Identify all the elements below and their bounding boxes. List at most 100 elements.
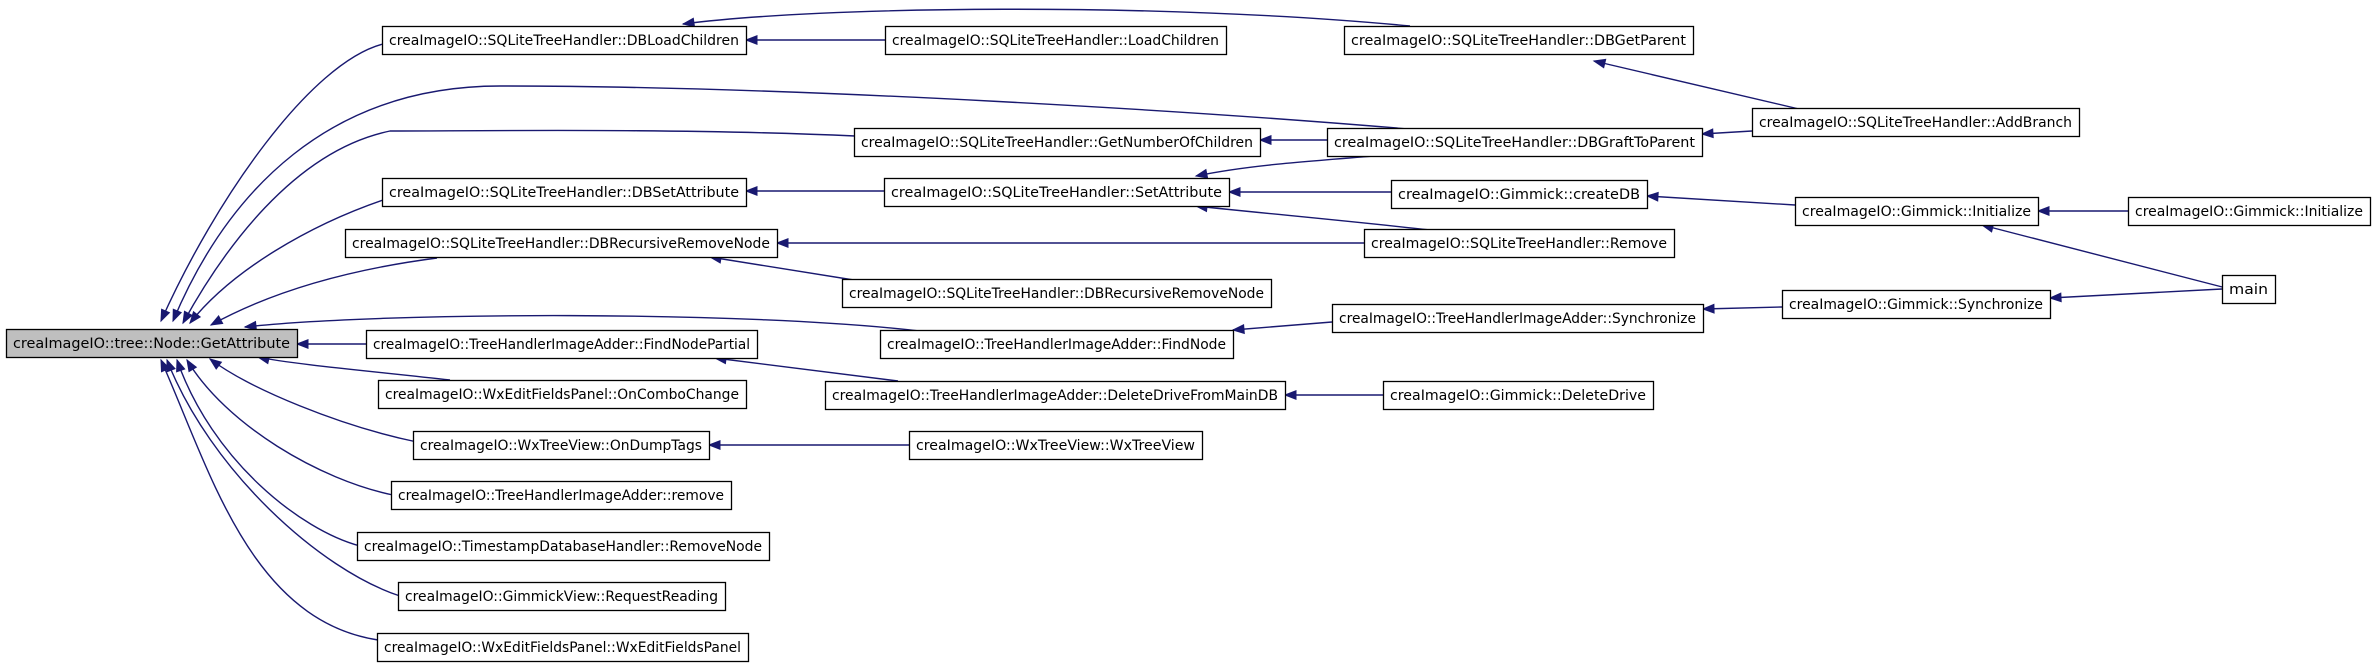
- caller-function-node[interactable]: creaImageIO::WxTreeView::WxTreeView: [908, 430, 1204, 461]
- node-label: creaImageIO::SQLiteTreeHandler::LoadChil…: [892, 33, 1219, 49]
- caller-function-node[interactable]: creaImageIO::TreeHandlerImageAdder::Find…: [365, 329, 759, 360]
- node-label: creaImageIO::SQLiteTreeHandler::DBGraftT…: [1334, 135, 1695, 151]
- arrowhead: [1194, 168, 1209, 179]
- node-label: creaImageIO::SQLiteTreeHandler::Remove: [1371, 236, 1667, 252]
- arrowhead: [209, 315, 224, 326]
- caller-function-node[interactable]: creaImageIO::Gimmick::createDB: [1390, 179, 1649, 210]
- node-label: creaImageIO::SQLiteTreeHandler::DBRecurs…: [352, 236, 770, 252]
- caller-function-node[interactable]: creaImageIO::SQLiteTreeHandler::DBGraftT…: [1326, 127, 1704, 158]
- caller-function-node[interactable]: creaImageIO::SQLiteTreeHandler::AddBranc…: [1751, 107, 2081, 138]
- arrowhead: [208, 358, 223, 370]
- caller-function-node[interactable]: creaImageIO::Gimmick::DeleteDrive: [1382, 380, 1655, 411]
- call-edge-n26-to-n0: [176, 358, 361, 547]
- node-label: creaImageIO::WxTreeView::WxTreeView: [916, 438, 1195, 454]
- node-box: [344, 228, 779, 259]
- node-box: [2127, 196, 2372, 227]
- arrowhead: [176, 358, 186, 373]
- arrowhead: [744, 34, 758, 46]
- node-box: [2221, 274, 2277, 305]
- call-edge-n28-to-n0: [160, 358, 379, 641]
- call-edge-n22-to-n21: [1283, 389, 1383, 401]
- call-edge-n18-to-n0: [295, 338, 367, 350]
- arrowhead: [1645, 191, 1659, 202]
- caller-function-node[interactable]: creaImageIO::SQLiteTreeHandler::Remove: [1363, 228, 1676, 259]
- node-label: creaImageIO::TreeHandlerImageAdder::Dele…: [832, 388, 1278, 404]
- call-edge-n5-to-n0: [172, 85, 1421, 323]
- caller-function-node[interactable]: creaImageIO::SQLiteTreeHandler::DBGetPar…: [1343, 25, 1695, 56]
- edge-line: [189, 199, 384, 324]
- node-label: creaImageIO::TreeHandlerImageAdder::Find…: [887, 337, 1226, 353]
- caller-function-node[interactable]: creaImageIO::SQLiteTreeHandler::DBRecurs…: [841, 278, 1273, 309]
- node-box: [376, 632, 750, 663]
- edge-line: [2049, 288, 2223, 299]
- node-label: creaImageIO::SQLiteTreeHandler::DBSetAtt…: [389, 185, 739, 201]
- caller-function-node[interactable]: creaImageIO::Gimmick::Initialize: [2127, 196, 2372, 227]
- caller-function-node[interactable]: creaImageIO::WxTreeView::OnDumpTags: [412, 430, 711, 461]
- node-box: [1382, 380, 1655, 411]
- caller-function-node[interactable]: creaImageIO::SQLiteTreeHandler::DBLoadCh…: [381, 25, 748, 56]
- caller-function-node[interactable]: creaImageIO::SQLiteTreeHandler::LoadChil…: [884, 25, 1228, 56]
- node-box: [365, 329, 759, 360]
- edge-line: [210, 257, 438, 326]
- node-label: creaImageIO::SQLiteTreeHandler::DBLoadCh…: [389, 33, 739, 49]
- node-label: creaImageIO::TreeHandlerImageAdder::Sync…: [1339, 311, 1696, 327]
- arrowhead: [243, 320, 257, 331]
- call-edge-n14-to-n12: [708, 253, 861, 282]
- caller-function-node[interactable]: creaImageIO::WxEditFieldsPanel::OnComboC…: [377, 379, 748, 410]
- node-box: [390, 480, 733, 511]
- caller-function-node[interactable]: creaImageIO::SQLiteTreeHandler::DBRecurs…: [344, 228, 779, 259]
- node-box: [356, 531, 771, 562]
- call-edge-n16-to-n19: [1231, 321, 1333, 335]
- edge-line: [682, 8, 1411, 27]
- call-edge-n6-to-n3: [1592, 58, 1800, 110]
- edge-line: [1593, 60, 1800, 110]
- caller-function-node[interactable]: main: [2221, 274, 2277, 305]
- node-box: [883, 177, 1231, 208]
- edge-line: [209, 358, 418, 443]
- caller-function-node[interactable]: creaImageIO::SQLiteTreeHandler::GetNumbe…: [853, 127, 1262, 158]
- node-box: [884, 25, 1228, 56]
- root-function-node[interactable]: creaImageIO::tree::Node::GetAttribute: [5, 328, 299, 359]
- caller-function-node[interactable]: creaImageIO::TreeHandlerImageAdder::Sync…: [1331, 303, 1705, 334]
- call-edge-n5-to-n8: [1194, 153, 1401, 179]
- call-edge-n12-to-n0: [209, 257, 438, 326]
- caller-function-node[interactable]: creaImageIO::TimestampDatabaseHandler::R…: [356, 531, 771, 562]
- node-box: [1794, 196, 2040, 227]
- edge-line: [714, 357, 899, 382]
- node-box: [397, 581, 727, 612]
- caller-function-node[interactable]: creaImageIO::Gimmick::Initialize: [1794, 196, 2040, 227]
- arrowhead: [744, 185, 758, 197]
- arrowhead: [186, 358, 198, 373]
- caller-function-node[interactable]: creaImageIO::WxEditFieldsPanel::WxEditFi…: [376, 632, 750, 663]
- edge-line: [160, 43, 384, 322]
- edge-line: [176, 359, 361, 547]
- edge-line: [166, 359, 401, 597]
- call-edge-n7-to-n0: [189, 199, 384, 325]
- caller-function-node[interactable]: creaImageIO::SQLiteTreeHandler::SetAttri…: [883, 177, 1231, 208]
- arrowhead: [2036, 205, 2050, 217]
- edge-line: [172, 85, 1421, 322]
- caller-function-node[interactable]: creaImageIO::SQLiteTreeHandler::DBSetAtt…: [381, 177, 748, 208]
- node-layer: creaImageIO::tree::Node::GetAttributecre…: [5, 25, 2372, 663]
- node-box: [1751, 107, 2081, 138]
- caller-function-node[interactable]: creaImageIO::TreeHandlerImageAdder::Dele…: [824, 380, 1287, 411]
- node-box: [1363, 228, 1676, 259]
- node-box: [824, 380, 1287, 411]
- caller-function-node[interactable]: creaImageIO::TreeHandlerImageAdder::remo…: [390, 480, 733, 511]
- arrowhead: [189, 310, 202, 325]
- caller-function-node[interactable]: creaImageIO::GimmickView::RequestReading: [397, 581, 727, 612]
- node-label: creaImageIO::SQLiteTreeHandler::DBRecurs…: [849, 286, 1264, 302]
- call-edge-n1-to-n0: [160, 43, 384, 323]
- caller-function-node[interactable]: creaImageIO::TreeHandlerImageAdder::Find…: [879, 329, 1235, 360]
- caller-function-node[interactable]: creaImageIO::Gimmick::Synchronize: [1781, 289, 2052, 320]
- node-label: creaImageIO::WxTreeView::OnDumpTags: [420, 438, 702, 454]
- arrowhead: [160, 358, 171, 373]
- node-label: creaImageIO::Gimmick::Initialize: [1802, 204, 2031, 220]
- arrowhead: [1227, 186, 1241, 198]
- node-box: [377, 379, 748, 410]
- call-edge-n3-to-n1: [681, 8, 1411, 28]
- arrowhead: [1701, 303, 1715, 314]
- arrowhead: [172, 308, 183, 323]
- node-box: [853, 127, 1262, 158]
